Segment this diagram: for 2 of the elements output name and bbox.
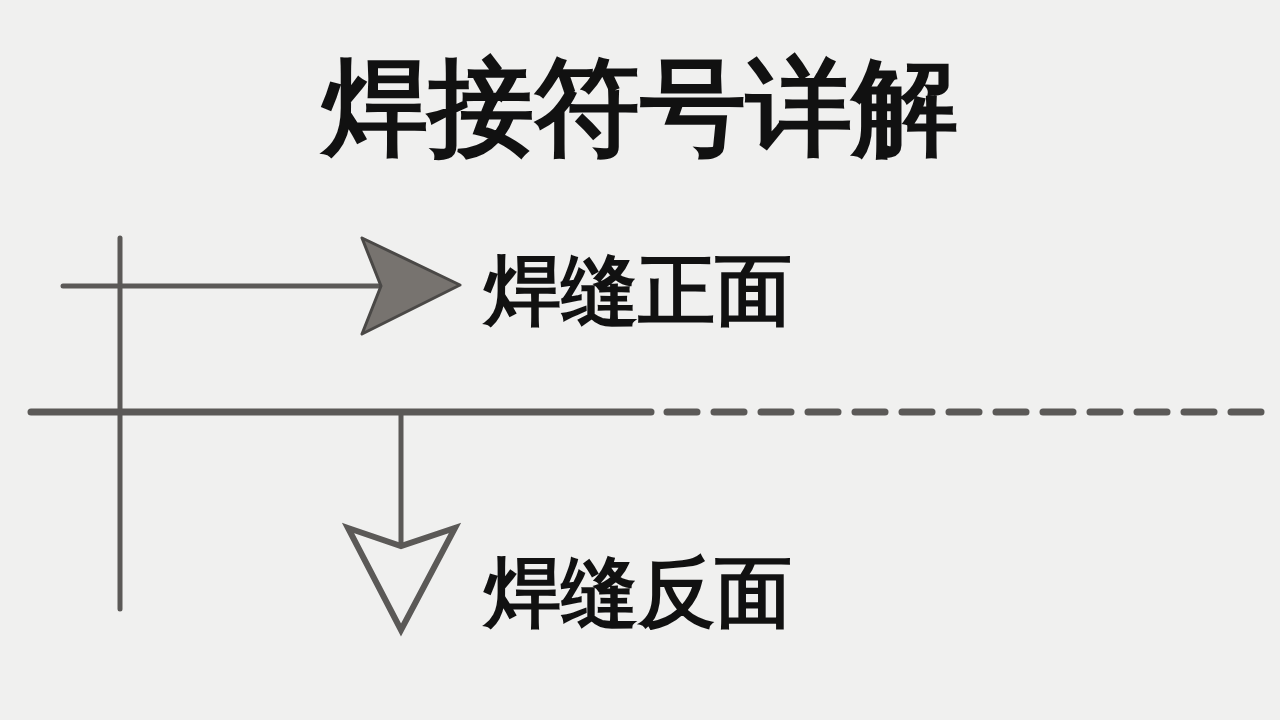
- label-text: 焊缝正面: [484, 252, 792, 329]
- label-text: 焊缝反面: [484, 554, 792, 631]
